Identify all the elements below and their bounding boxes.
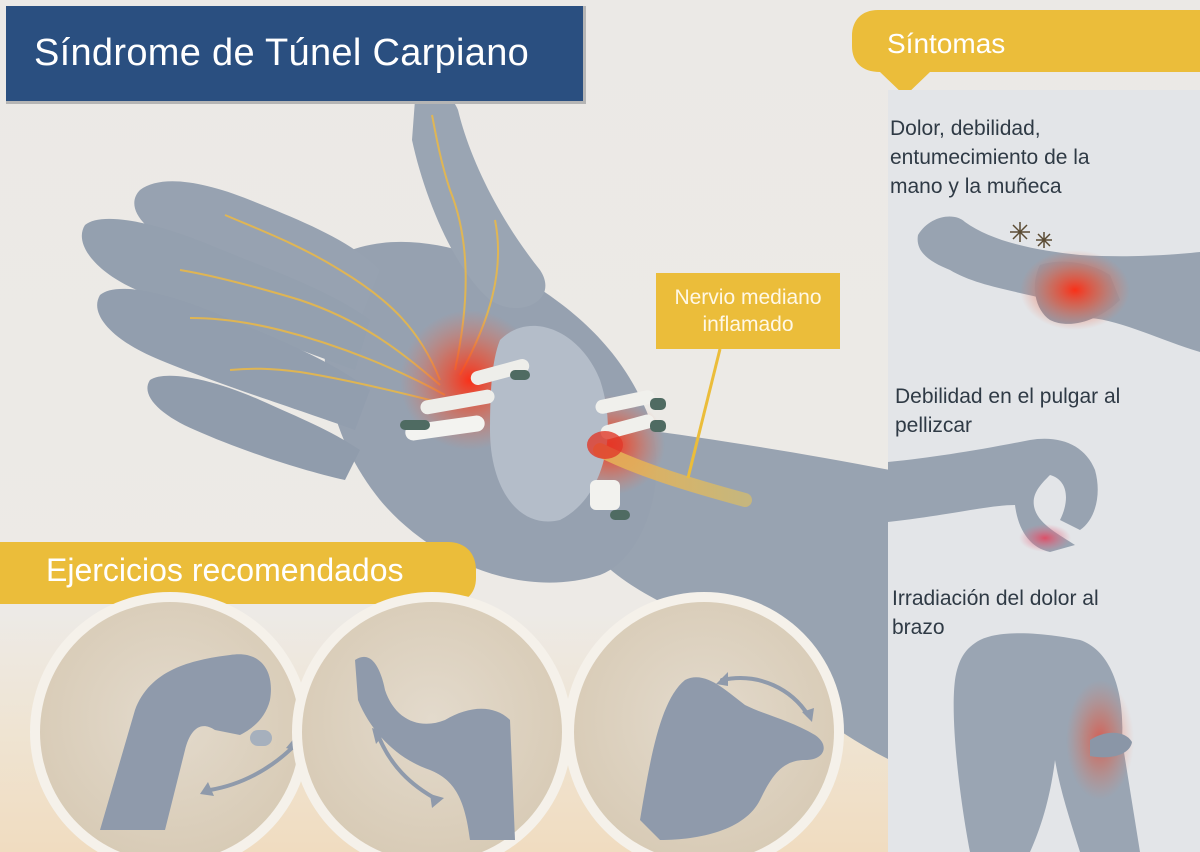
exercise-circle-3 [564,592,844,852]
exercise-circle-2 [292,592,572,852]
symptom-2-line-1: Debilidad en el pulgar al [895,385,1121,408]
exercises-tab-shape [0,542,476,628]
title-banner: Síndrome de Túnel Carpiano [6,6,586,104]
symptom-illustration-pinch [888,438,1098,552]
nerve-swelling [587,431,623,459]
symptom-3-line-2: brazo [892,616,945,639]
nerve-label-line2: inflamado [702,313,794,336]
tendons [400,359,666,520]
finger-middle [81,218,371,370]
exercise-hand-1 [100,654,271,830]
symptom-text-2: Debilidad en el pulgar al pellizcar [895,382,1120,440]
nerve-label-pointer [686,348,722,479]
exercise-arrow-2 [376,733,440,802]
symptom-text-3: Irradiación del dolor al brazo [892,584,1099,642]
exercise-arrow-3 [720,676,810,717]
symptom-illustration-arm [953,633,1140,852]
symptom-1-line-1: Dolor, debilidad, [890,117,1041,140]
finger-little [147,375,360,480]
exercise-circle-1 [30,592,310,852]
symptoms-header: Síntomas [887,28,1006,59]
symptom-3-line-1: Irradiación del dolor al [892,587,1099,610]
thumb [412,91,546,309]
nerve-label: Nervio mediano inflamado [656,273,840,349]
exercise-hand-3 [640,677,824,840]
finger-ring [97,288,370,430]
symptom-1-line-2: entumecimiento de la [890,146,1090,169]
exercise-arrow-1 [208,743,297,792]
pain-spark-icon [1010,222,1052,248]
symptoms-tab-shape [852,10,1200,96]
nerve-label-line1: Nervio mediano [674,286,822,309]
page-title: Síndrome de Túnel Carpiano [6,6,583,101]
finger-index [134,181,380,320]
symptom-text-1: Dolor, debilidad, entumecimiento de la m… [890,114,1090,201]
exercises-header: Ejercicios recomendados [46,552,404,588]
symptom-2-line-2: pellizcar [895,414,973,437]
exercise-hand-2 [355,656,515,840]
symptom-1-line-3: mano y la muñeca [890,175,1062,198]
symptom-illustration-wrist-pain [917,216,1200,352]
